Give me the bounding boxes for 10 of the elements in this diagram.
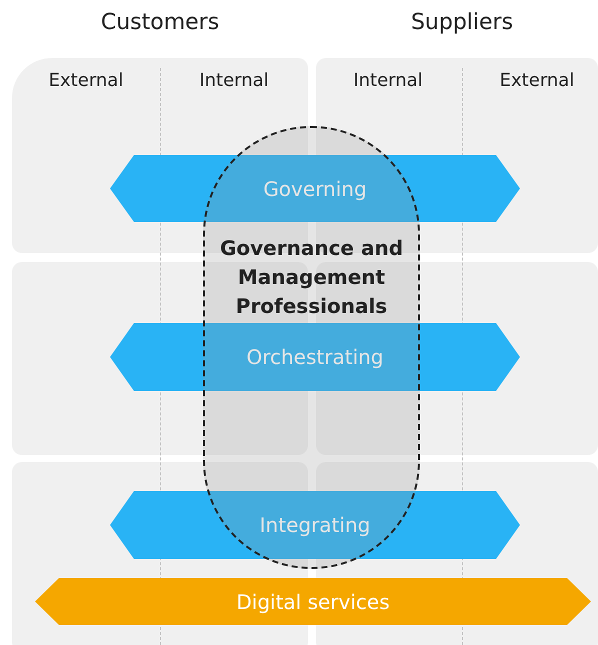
subcolumn-heading: Internal (199, 70, 269, 91)
subcolumn-heading: External (500, 70, 574, 91)
double-arrow-band: Orchestrating (110, 323, 520, 391)
double-arrow-band: Integrating (110, 491, 520, 559)
column-heading: Suppliers (410, 10, 514, 35)
subcolumn-heading: External (48, 70, 124, 91)
double-arrow-band: Governing (110, 155, 520, 222)
double-arrow-band: Digital services (35, 578, 591, 625)
column-heading: Customers (100, 10, 220, 35)
subcolumn-heading: Internal (353, 70, 423, 91)
